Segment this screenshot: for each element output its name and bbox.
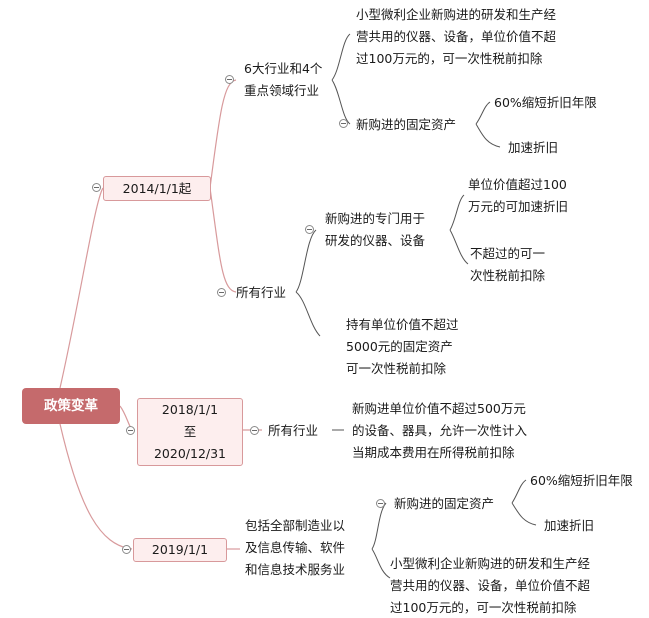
link-root-2014 [59, 187, 104, 389]
node-new-fixed-assets-1[interactable]: 新购进的固定资产 [356, 117, 457, 132]
leaf-500-equipment[interactable]: 新购进单位价值不超过500万元 的设备、器具，允许一次性计入 当期成本费用在所得… [352, 401, 528, 460]
collapse-toggle-2018-all[interactable] [250, 426, 259, 435]
node-all-industries-1[interactable]: 所有行业 [236, 285, 287, 300]
root-node[interactable]: 政策变革 [22, 388, 120, 424]
leaf-accelerated-depreciation-2[interactable]: 加速折旧 [544, 518, 595, 533]
link-2014-all [209, 187, 237, 293]
collapse-toggle-all-industries[interactable] [217, 288, 226, 297]
node-new-fixed-assets-2[interactable]: 新购进的固定资产 [394, 496, 495, 511]
node-rd-equipment[interactable]: 新购进的专门用于 研发的仪器、设备 [325, 211, 426, 248]
leaf-small-enterprise-1[interactable]: 小型微利企业新购进的研发和生产经 营共用的仪器、设备，单位价值不超 过100万元… [356, 7, 557, 66]
collapse-toggle-assets-2[interactable] [376, 499, 385, 508]
leaf-accelerated-depreciation-1[interactable]: 加速折旧 [508, 140, 559, 155]
link-2014-industries [209, 79, 237, 189]
branch-2018[interactable]: 2018/1/1 至 2020/12/31 [137, 398, 243, 466]
leaf-shorten-depreciation-2[interactable]: 60%缩短折旧年限 [530, 473, 633, 488]
branch-2019[interactable]: 2019/1/1 [133, 538, 227, 562]
node-key-industries[interactable]: 6大行业和4个 重点领域行业 [244, 61, 323, 98]
bracket-assets-2 [511, 479, 537, 526]
collapse-toggle-2014[interactable] [92, 183, 101, 192]
leaf-shorten-depreciation-1[interactable]: 60%缩短折旧年限 [494, 95, 597, 110]
collapse-toggle-2019[interactable] [122, 545, 131, 554]
node-manufacturing-it[interactable]: 包括全部制造业以 及信息传输、软件 和信息技术服务业 [245, 518, 346, 577]
bracket-industries [331, 33, 351, 125]
branch-2018-line: 2020/12/31 [153, 446, 227, 461]
collapse-toggle-equipment[interactable] [305, 225, 314, 234]
node-all-industries-2[interactable]: 所有行业 [268, 423, 319, 438]
leaf-small-enterprise-2[interactable]: 小型微利企业新购进的研发和生产经 营共用的仪器、设备，单位价值不超 过100万元… [390, 556, 591, 615]
collapse-toggle-assets-1[interactable] [339, 119, 348, 128]
bracket-sector [371, 502, 391, 579]
bracket-all [295, 229, 321, 337]
collapse-toggle-industries[interactable] [225, 75, 234, 84]
leaf-under-one-time-deduction[interactable]: 不超过的可一 次性税前扣除 [470, 246, 546, 283]
leaf-over-100-accelerated[interactable]: 单位价值超过100 万元的可加速折旧 [468, 177, 569, 214]
collapse-toggle-2018[interactable] [126, 426, 135, 435]
branch-2018-line: 2018/1/1 [161, 402, 219, 417]
bracket-equipment [449, 194, 469, 265]
bracket-assets-1 [475, 101, 501, 148]
branch-2018-line: 至 [183, 424, 197, 439]
leaf-5000-assets[interactable]: 持有单位价值不超过 5000元的固定资产 可一次性税前扣除 [346, 317, 459, 376]
link-root-2019 [59, 423, 133, 550]
branch-2014[interactable]: 2014/1/1起 [103, 176, 211, 201]
